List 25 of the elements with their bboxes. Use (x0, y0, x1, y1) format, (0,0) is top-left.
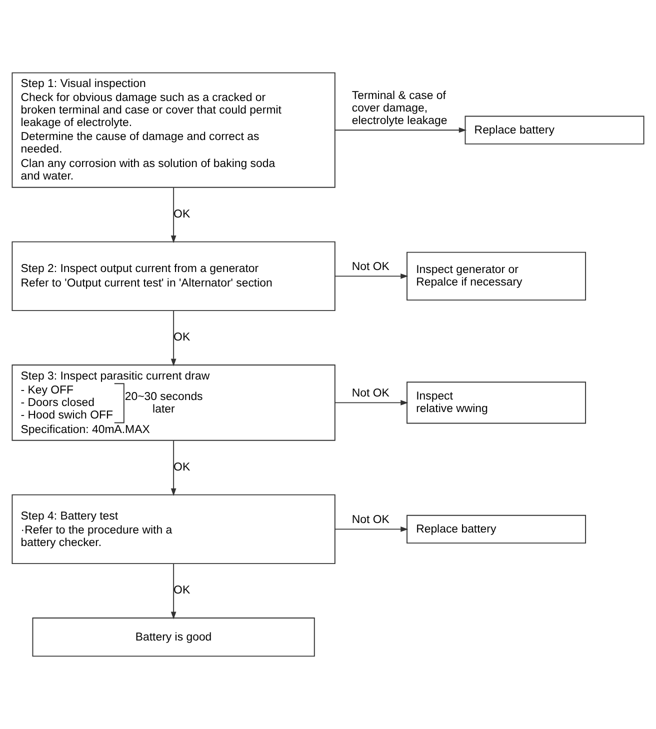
arrow (170, 440, 176, 496)
edge-label: Not OK (352, 261, 390, 274)
node-box: Step 3: Inspect parasitic current draw - Key OFF - Doors closed - Hood swich OFF 20~30 seconds later Specification: 40mA.MAX (12, 364, 336, 441)
edge-label: Terminal & case of cover damage, electrolyte leakage (352, 90, 448, 127)
node-box: Battery is good (32, 618, 315, 657)
edge-label: OK (174, 332, 190, 344)
node-box: Replace battery (406, 514, 586, 544)
arrow (170, 563, 176, 620)
arrow (334, 526, 408, 532)
arrow (170, 187, 176, 244)
edge-label: OK (174, 584, 190, 597)
arrow (334, 274, 408, 279)
edge-label: OK (174, 208, 190, 221)
edge-label: Not OK (352, 514, 390, 526)
arrow (334, 400, 408, 406)
node-box: Step 1: Visual inspection Check for obvious damage such as a cracked or broken terminal and case or cover that could permit leakage of electrolyte. Determine the cause of damage and correct as needed. Clan any corrosion with as solution of baking soda and water. (12, 72, 336, 188)
node-box: Inspect generator or Repalce if necessary (406, 252, 586, 301)
node-box: Step 4: Battery test ·Refer to the procedure with a battery checker. (12, 494, 336, 564)
node-box: Step 2: Inspect output current from a generator Refer to 'Output current test' in 'Alternator' section (12, 241, 336, 312)
node-box: Inspect relative wwing (406, 382, 586, 424)
node-box: Replace battery (464, 116, 644, 144)
arrow (334, 127, 467, 133)
edge-label: Not OK (352, 388, 390, 400)
arrow (170, 310, 176, 366)
edge-label: OK (174, 462, 190, 474)
